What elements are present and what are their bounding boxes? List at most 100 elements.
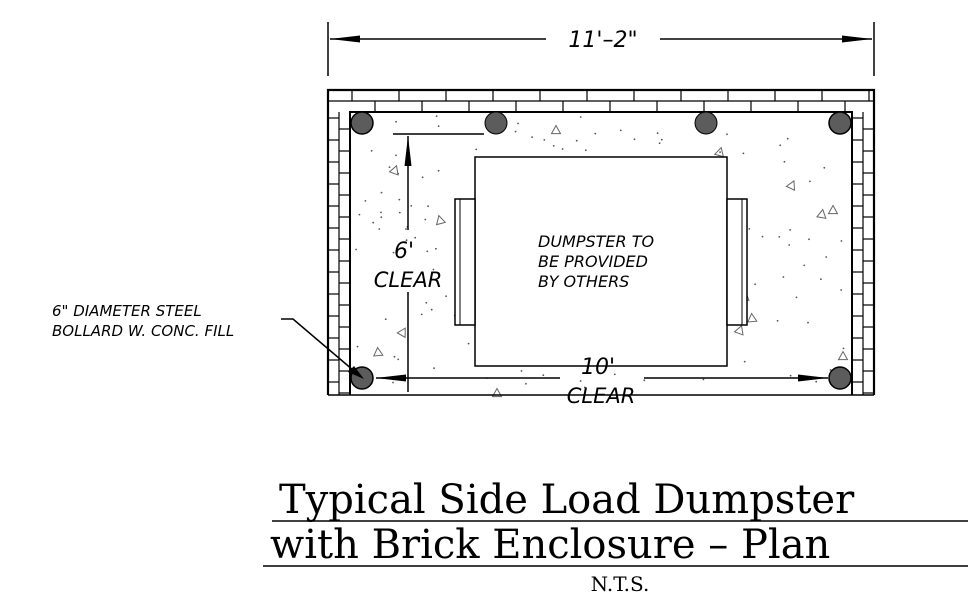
aggregate-dot xyxy=(420,313,423,316)
bollard-top-mid-right xyxy=(694,111,718,135)
aggregate-dot xyxy=(437,169,440,172)
aggregate-dot xyxy=(437,125,440,128)
aggregate-dot xyxy=(380,191,383,194)
aggregate-triangle xyxy=(713,146,725,158)
clear-width-dimension: 10' CLEAR xyxy=(376,355,828,408)
aggregate-dot xyxy=(543,139,546,141)
aggregate-dot xyxy=(425,301,428,304)
aggregate-dot xyxy=(520,370,523,372)
aggregate-dot xyxy=(430,308,433,311)
bollard-leader-arrow xyxy=(348,366,364,379)
aggregate-dot xyxy=(395,120,397,123)
aggregate-dot xyxy=(842,347,845,350)
dumpster-note-line1: DUMPSTER TO xyxy=(538,232,654,251)
clear-depth-label: CLEAR xyxy=(374,268,443,292)
aggregate-dot xyxy=(370,150,373,152)
aggregate-dot xyxy=(761,235,764,238)
aggregate-dot xyxy=(788,244,791,246)
bollard-top-left xyxy=(350,111,374,135)
aggregate-dot xyxy=(803,264,806,267)
aggregate-dot xyxy=(410,205,413,207)
aggregate-dot xyxy=(829,369,832,371)
aggregate-dot xyxy=(355,248,357,251)
dumpster: DUMPSTER TO BE PROVIDED BY OTHERS xyxy=(454,156,748,367)
aggregate-dot xyxy=(424,218,427,221)
bollard-callout: 6" DIAMETER STEEL BOLLARD W. CONC. FILL xyxy=(52,302,364,379)
aggregate-dot xyxy=(525,382,527,385)
aggregate-dot xyxy=(584,149,587,152)
aggregate-dot xyxy=(395,154,397,157)
aggregate-triangle xyxy=(733,324,744,336)
aggregate-triangle xyxy=(373,346,384,357)
brick-wall-left xyxy=(328,112,350,395)
aggregate-dot xyxy=(613,373,616,376)
aggregate-dot xyxy=(726,133,728,136)
aggregate-dot xyxy=(825,256,828,258)
aggregate-dot xyxy=(823,166,826,169)
dumpster-side-pocket-right xyxy=(726,198,748,326)
aggregate-dot xyxy=(542,374,545,377)
aggregate-triangle xyxy=(785,179,796,191)
aggregate-triangle xyxy=(388,164,399,176)
aggregate-dot xyxy=(754,283,756,286)
overall-width-label: 11'–2" xyxy=(568,28,637,53)
aggregate-dot xyxy=(384,318,387,321)
clear-width-label: CLEAR xyxy=(567,384,636,408)
aggregate-dot xyxy=(392,251,395,254)
aggregate-dot xyxy=(789,229,791,231)
aggregate-dot xyxy=(445,295,447,298)
wall-outline-outer xyxy=(326,88,876,395)
aggregate-dot xyxy=(561,148,564,150)
aggregate-triangle xyxy=(816,208,827,219)
aggregate-dot xyxy=(380,216,383,219)
dumpster-note-line2: BE PROVIDED xyxy=(538,252,648,271)
aggregate-dot xyxy=(778,236,781,238)
aggregate-triangle xyxy=(396,327,406,339)
aggregate-dot xyxy=(795,296,798,299)
aggregate-dot xyxy=(432,268,435,271)
aggregate-dot xyxy=(514,130,517,133)
aggregate-dot xyxy=(380,211,382,214)
aggregate-triangle xyxy=(837,350,849,361)
aggregate-dot xyxy=(619,129,622,132)
aggregate-dot xyxy=(594,132,597,135)
bollard-leader-line xyxy=(281,318,361,377)
aggregate-dot xyxy=(467,342,470,345)
aggregate-dot xyxy=(398,198,401,201)
aggregate-dot xyxy=(398,211,401,214)
aggregate-dot xyxy=(840,289,842,291)
aggregate-dot xyxy=(809,180,811,183)
clear-width-value: 10' xyxy=(581,355,615,380)
aggregate-dot xyxy=(356,345,359,348)
title-line2: with Brick Enclosure – Plan xyxy=(270,522,830,568)
aggregate-dot xyxy=(702,378,705,381)
aggregate-dot xyxy=(782,276,785,278)
bollard-note-line2: BOLLARD W. CONC. FILL xyxy=(52,322,234,340)
aggregate-dot xyxy=(531,136,533,139)
aggregate-dot xyxy=(579,116,582,118)
bollard-bottom-right xyxy=(828,366,852,390)
aggregate-dot xyxy=(405,239,408,242)
dumpster-note-line3: BY OTHERS xyxy=(538,272,629,291)
aggregate-dot xyxy=(421,176,424,179)
aggregate-dot xyxy=(358,213,361,216)
dumpster-side-pocket-left xyxy=(454,198,476,326)
aggregate-triangle xyxy=(435,214,447,226)
aggregate-triangle xyxy=(827,204,839,215)
aggregate-dot xyxy=(405,228,407,230)
brick-wall-right xyxy=(852,112,874,395)
aggregate-dot xyxy=(433,367,435,370)
aggregate-dot xyxy=(426,250,429,253)
aggregate-dot xyxy=(783,160,786,163)
clear-depth-value: 6' xyxy=(394,239,414,264)
aggregate-dot xyxy=(552,145,555,147)
scale-note: N.T.S. xyxy=(591,572,650,596)
aggregate-dot xyxy=(743,360,746,363)
aggregate-dot xyxy=(579,380,582,382)
aggregate-dot xyxy=(393,355,396,358)
aggregate-dot xyxy=(575,139,578,142)
aggregate-dot xyxy=(583,386,586,389)
aggregate-dot xyxy=(807,321,809,324)
title-block: Typical Side Load Dumpster with Brick En… xyxy=(263,477,968,596)
